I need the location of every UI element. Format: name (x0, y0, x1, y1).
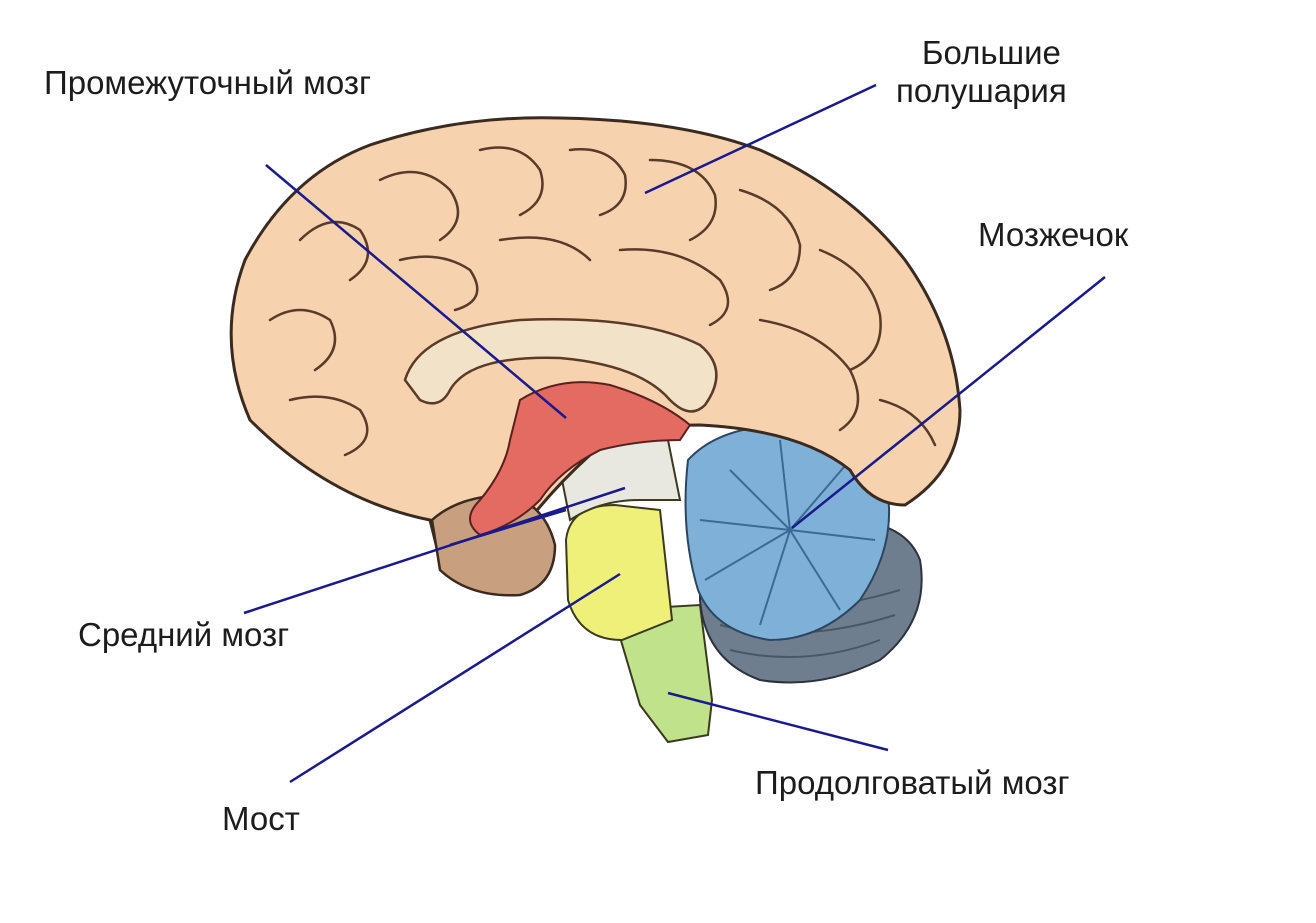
label-midbrain-text: Средний мозг (78, 616, 290, 653)
label-medulla-text: Продолговатый мозг (755, 764, 1070, 801)
leader-lines (243, 83, 1106, 784)
label-midbrain: Средний мозг (78, 616, 289, 654)
leader-hemispheres (644, 83, 877, 195)
pons-shape (564, 503, 674, 642)
diencephalon-shape (469, 381, 692, 537)
label-diencephalon: Промежуточный мозг (44, 64, 371, 102)
label-diencephalon-text: Промежуточный мозг (44, 64, 371, 101)
leader-pons (289, 572, 621, 784)
label-cerebellum: Мозжечок (978, 216, 1128, 254)
leader-midbrain-a (243, 486, 626, 615)
label-pons: Мост (222, 800, 300, 838)
label-medulla: Продолговатый мозг (755, 764, 1070, 802)
label-pons-text: Мост (222, 800, 300, 837)
label-hemispheres-line1: Большие (921, 34, 1061, 71)
leader-midbrain-b (449, 508, 567, 547)
label-hemispheres-line2: полушария (896, 72, 1067, 109)
leader-medulla (667, 691, 889, 752)
corpus-callosum-shape (403, 318, 718, 413)
leader-cerebellum (791, 276, 1106, 529)
label-cerebellum-text: Мозжечок (978, 216, 1129, 253)
label-hemispheres: Большие полушария (896, 34, 1067, 110)
leader-diencephalon (265, 164, 567, 419)
